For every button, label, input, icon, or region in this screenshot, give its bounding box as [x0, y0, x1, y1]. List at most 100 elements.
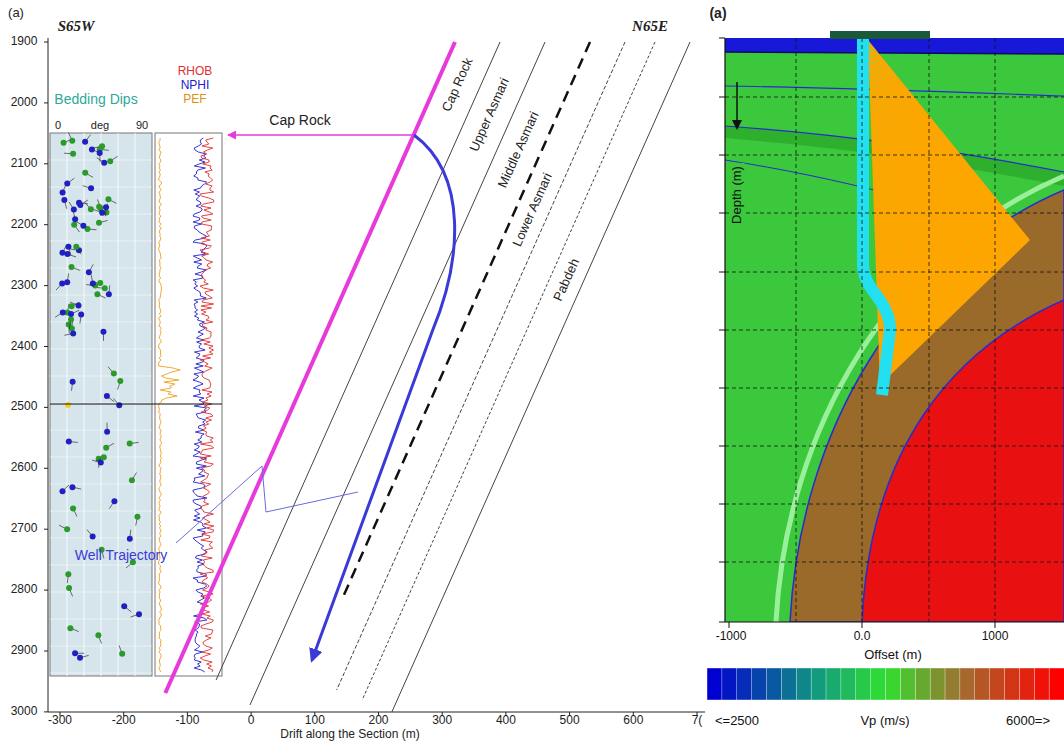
color-bar	[886, 668, 901, 700]
color-bar	[811, 668, 826, 700]
dip-tadpoles	[129, 473, 137, 484]
plot-axes	[44, 346, 48, 347]
dip-tadpoles	[66, 321, 72, 333]
color-bar	[960, 668, 975, 700]
color-bar	[1049, 668, 1064, 700]
track-grid	[50, 376, 152, 377]
track-grid	[50, 268, 152, 269]
plot-axes	[719, 388, 725, 389]
dip-tadpoles	[65, 244, 71, 256]
colorbar-label: 6000=>	[1006, 714, 1050, 729]
dip-tadpoles	[60, 189, 66, 195]
dip-tadpoles	[77, 200, 88, 208]
dip-tadpoles	[127, 441, 139, 447]
scale-label: 90	[136, 119, 148, 132]
dip-tadpoles	[84, 226, 96, 232]
ray-paths	[870, 44, 978, 290]
plot-axes	[729, 622, 730, 628]
dip-tadpoles	[82, 139, 88, 145]
dip-tadpoles	[107, 158, 113, 164]
dip-tadpoles	[104, 423, 110, 435]
dip-tadpoles	[59, 485, 69, 494]
axis-tick: 2000	[11, 96, 38, 110]
axis-tick: 1900	[11, 35, 38, 49]
color-bar	[975, 668, 990, 700]
dip-tadpoles	[64, 279, 70, 285]
dip-tadpoles	[82, 170, 88, 176]
track-grid	[50, 403, 152, 404]
dip-tadpoles	[59, 280, 65, 286]
dip-tadpoles	[89, 147, 95, 153]
curve-name: PEF	[183, 93, 206, 107]
dip-tadpoles	[101, 454, 107, 460]
dip-tadpoles	[136, 611, 142, 617]
track-grid	[50, 538, 152, 539]
dip-tadpoles	[56, 280, 65, 290]
dip-tadpoles	[106, 291, 112, 297]
dip-tadpoles	[68, 311, 74, 317]
curve-name: NPHI	[181, 79, 210, 93]
axis-tick: 0	[248, 714, 255, 728]
plot-axes	[44, 711, 48, 712]
axis-tick: 2700	[11, 522, 38, 536]
dip-tadpoles	[64, 331, 76, 337]
plot-axes	[719, 155, 725, 156]
dip-tadpoles	[68, 317, 74, 323]
dip-tadpoles	[100, 329, 106, 341]
axis-tick: 200	[368, 714, 388, 728]
dip-tadpoles	[69, 202, 77, 213]
plot-axes	[44, 38, 705, 716]
colorbar-label: <=2500	[715, 714, 759, 729]
dip-tadpoles	[69, 302, 80, 309]
dip-tadpoles	[61, 197, 67, 203]
dip-tadpoles	[68, 133, 75, 144]
direction-label: S65W	[58, 18, 95, 35]
color-bar	[841, 668, 856, 700]
color-bar	[767, 668, 782, 700]
dip-tadpoles	[97, 150, 103, 156]
dip-tadpoles	[65, 571, 71, 583]
dip-tadpoles	[66, 585, 73, 596]
axis-title: Depth (m)	[730, 163, 745, 227]
dip-tadpoles	[103, 443, 114, 450]
formation-lines	[392, 42, 690, 712]
axis-tick: -100	[175, 714, 199, 728]
dip-tadpoles	[101, 160, 107, 166]
dip-tadpoles	[59, 250, 65, 256]
dip-tadpoles	[70, 505, 77, 516]
dip-tadpoles	[109, 498, 117, 508]
dip-tadpoles	[61, 197, 67, 209]
grid-lines	[725, 446, 1064, 447]
ray-paths	[870, 44, 1025, 245]
axis-tick: 2500	[11, 400, 38, 414]
axis-title: Offset (m)	[864, 648, 922, 663]
axis-tick: 3000	[11, 705, 38, 719]
dip-tadpoles	[67, 625, 78, 631]
dip-tadpoles	[94, 291, 105, 298]
dip-tadpoles	[103, 204, 109, 210]
dip-tadpoles	[90, 281, 96, 287]
dip-tadpoles	[104, 429, 110, 435]
grid-lines	[725, 97, 1064, 98]
dip-tadpoles	[68, 264, 74, 270]
color-bar	[796, 668, 811, 700]
dip-tadpoles	[86, 269, 92, 275]
dip-tadpoles	[64, 178, 74, 187]
axis-tick: -300	[48, 714, 72, 728]
formation-lines	[342, 42, 590, 600]
dip-tadpoles	[80, 223, 86, 229]
axis-tick: 2400	[11, 340, 38, 354]
dip-tadpoles	[72, 650, 84, 656]
dip-tadpoles	[55, 309, 66, 317]
color-bar	[1034, 668, 1049, 700]
grid-lines	[725, 38, 1064, 622]
dip-tadpoles	[134, 514, 140, 526]
depth-arrow	[736, 82, 738, 128]
dip-tadpoles	[64, 273, 70, 285]
color-bar	[1005, 668, 1020, 700]
axis-tick: 600	[623, 714, 643, 728]
axis-tick: 2100	[11, 157, 38, 171]
dip-tadpoles	[104, 393, 114, 402]
track-grid	[50, 322, 152, 323]
